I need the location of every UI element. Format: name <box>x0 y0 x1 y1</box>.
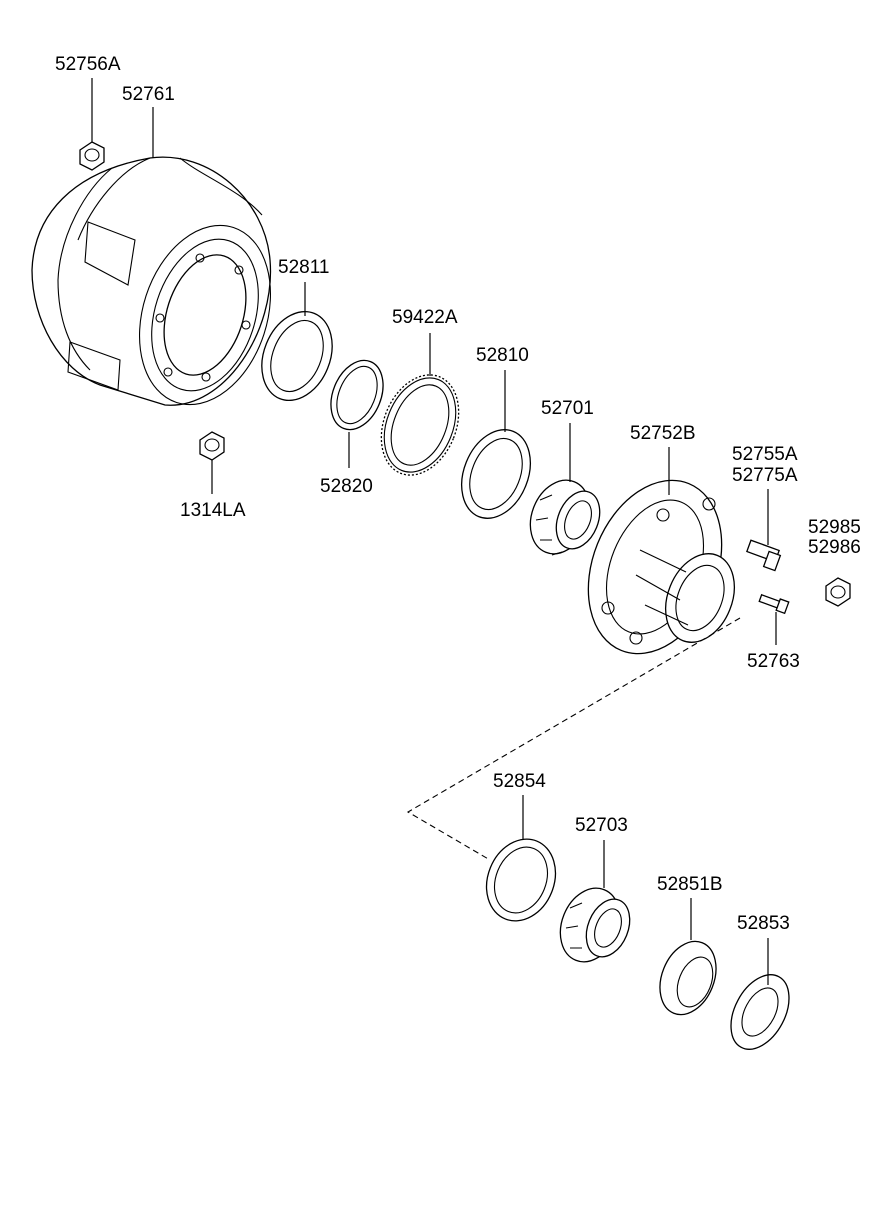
nut-top-icon[interactable] <box>79 141 105 171</box>
part-label: 59422A <box>392 307 458 328</box>
part-label: 52854 <box>493 771 546 792</box>
hub-bolt-icon[interactable] <box>746 539 782 572</box>
hub[interactable] <box>564 460 747 673</box>
hex-nut-icon[interactable] <box>199 431 225 461</box>
lock-washer[interactable] <box>719 965 801 1059</box>
part-label: 52761 <box>122 84 175 105</box>
part-label: 52775A <box>732 465 798 486</box>
inner-bearing[interactable] <box>520 471 608 562</box>
part-label: 52985 <box>808 517 861 538</box>
outer-race-3[interactable] <box>475 829 568 932</box>
outer-bearing[interactable] <box>550 879 638 970</box>
lock-nut[interactable] <box>650 933 727 1023</box>
oil-seal[interactable] <box>321 353 392 438</box>
outer-race-1[interactable] <box>249 301 345 411</box>
part-label: 52811 <box>278 257 329 278</box>
part-label: 52810 <box>476 345 529 366</box>
hub-screw-icon[interactable] <box>758 593 790 615</box>
part-label: 52763 <box>747 651 800 672</box>
part-label: 52756A <box>55 54 121 75</box>
part-label: 52986 <box>808 537 861 558</box>
part-label: 52752B <box>630 423 696 444</box>
part-label: 52851B <box>657 874 723 895</box>
leader-lines <box>91 78 777 985</box>
outer-race-2[interactable] <box>449 419 543 528</box>
part-label: 52703 <box>575 815 628 836</box>
part-label: 52820 <box>320 476 373 497</box>
part-label: 52755A <box>732 444 798 465</box>
tone-wheel[interactable] <box>367 363 473 486</box>
part-labels: 52756A 52761 1314LA 52811 52820 59422A 5… <box>55 54 861 934</box>
part-label: 1314LA <box>180 500 246 521</box>
assembly-line <box>406 617 741 861</box>
brake-drum[interactable] <box>31 156 292 422</box>
part-label: 52853 <box>737 913 790 934</box>
part-label: 52701 <box>541 398 594 419</box>
wheel-nut-icon[interactable] <box>825 577 851 607</box>
